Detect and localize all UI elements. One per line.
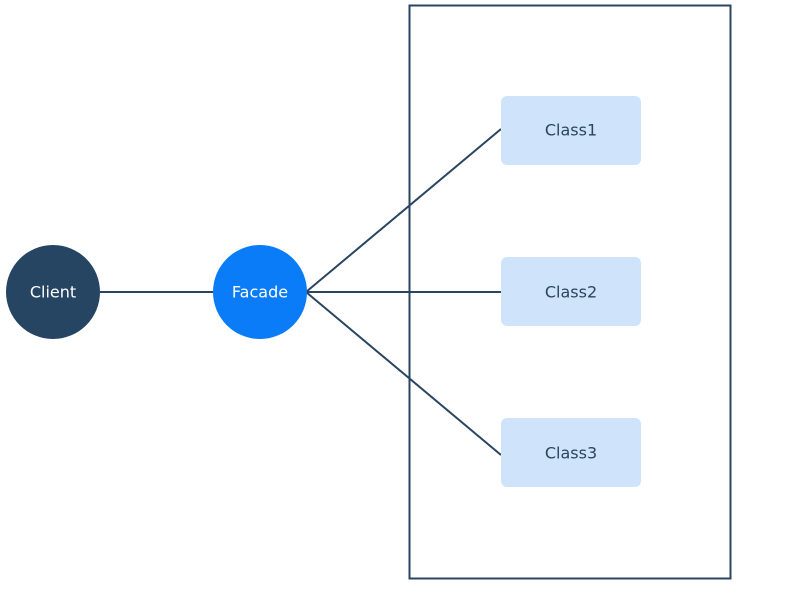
client-circle xyxy=(6,245,100,339)
class3-box xyxy=(501,418,641,487)
connector-facade-class1 xyxy=(305,128,502,293)
class1-box xyxy=(501,96,641,165)
class2-label: Class2 xyxy=(545,283,597,302)
connector-facade-class3 xyxy=(305,291,502,456)
class3-label: Class3 xyxy=(545,444,597,463)
client-label: Client xyxy=(30,283,76,302)
class3-node: Class3 xyxy=(501,418,641,487)
facade-circle xyxy=(213,245,307,339)
class2-box xyxy=(501,257,641,326)
class2-node: Class2 xyxy=(501,257,641,326)
facade-node: Facade xyxy=(213,245,307,339)
class1-label: Class1 xyxy=(545,121,597,140)
facade-label: Facade xyxy=(232,283,288,302)
class1-node: Class1 xyxy=(501,96,641,165)
client-node: Client xyxy=(6,245,100,339)
